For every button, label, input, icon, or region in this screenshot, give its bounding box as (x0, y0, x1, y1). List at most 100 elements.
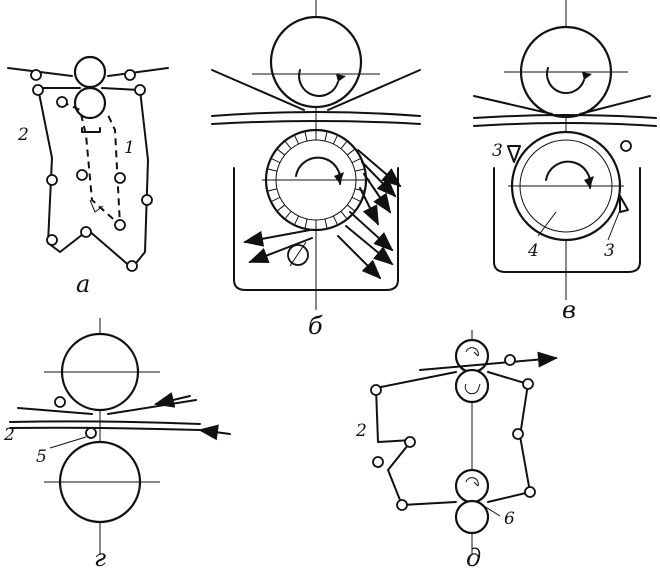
perforation-tick (324, 131, 328, 142)
rotation-arrow (464, 383, 481, 395)
perforation-tick (267, 168, 278, 172)
perforation-tick (351, 157, 362, 164)
felt-out-line (327, 69, 421, 111)
caption-a: а (76, 270, 90, 298)
rotation-arrow (465, 347, 479, 357)
guide-roll (114, 219, 126, 231)
guide-roll (30, 69, 42, 81)
felt-loop-1 (61, 101, 122, 228)
doctor-roll (287, 244, 309, 266)
upper-bottom-roll (454, 368, 490, 404)
perforation-tick (332, 215, 339, 226)
felt-line (17, 407, 93, 415)
doctor-blade-right (619, 195, 629, 213)
label-grooves-4: 4 (527, 241, 539, 261)
bottom-roll (73, 86, 107, 120)
label-blade-3-right: 3 (604, 241, 615, 261)
lower-top-roll (454, 468, 490, 504)
rotation-arrow (465, 477, 479, 487)
perforation-tick (293, 215, 300, 226)
perforation-tick (293, 134, 300, 145)
web-in-arrow (154, 392, 191, 408)
perforation-tick (324, 218, 328, 229)
guide-roll (76, 169, 88, 181)
felt-line (107, 399, 197, 415)
guide-roll (522, 378, 534, 390)
web-in-arrow (198, 424, 231, 441)
guide-roll (372, 456, 384, 468)
rotation-arrow-head (336, 74, 346, 82)
web-upper-line (473, 114, 657, 119)
perforation-tick (276, 148, 286, 156)
label-roll-5: 5 (36, 447, 47, 467)
guide-roll (56, 96, 68, 108)
label-felt-1: 1 (124, 138, 135, 158)
perforation-tick (270, 157, 281, 164)
felt-top-runs (37, 87, 141, 91)
roll-perforations (266, 130, 366, 230)
perforation-tick (304, 218, 308, 229)
guide-roll (620, 140, 632, 152)
web-lower-line (9, 426, 201, 431)
doctor-blade-left (507, 145, 521, 163)
felt-guide-mark (89, 199, 104, 213)
rotation-arrow-head (334, 172, 344, 184)
label-blade-3-left: 3 (492, 141, 503, 161)
web-upper-line (9, 420, 201, 425)
label-felt-2: 2 (17, 125, 29, 145)
perforation-tick (284, 140, 292, 150)
perforation-tick (270, 196, 281, 203)
web-upper-line (211, 111, 421, 117)
guide-roll (134, 84, 146, 96)
perforation-tick (284, 210, 292, 220)
perforation-tick (332, 134, 339, 145)
rotation-arrow (298, 69, 339, 97)
suction-roll-5 (85, 427, 97, 439)
rotation-arrow (546, 67, 585, 94)
top-press-roll (269, 15, 363, 109)
leader-line-6 (483, 505, 501, 517)
felt-out-line (579, 95, 651, 115)
guide-roll (32, 84, 44, 96)
top-roll (73, 55, 107, 89)
perforation-tick (340, 140, 348, 150)
press-shoe (81, 127, 101, 133)
guide-roll (80, 226, 92, 238)
felt-in-line (473, 95, 553, 115)
web-lower-line (211, 120, 421, 125)
perforation-tick (346, 204, 356, 212)
guide-roll (114, 172, 126, 184)
panel-d: 2 6 д (355, 330, 558, 572)
lower-bottom-roll (454, 499, 490, 535)
perforation-tick (276, 204, 286, 212)
guide-roll (46, 174, 58, 186)
guide-roll (126, 260, 138, 272)
guide-roll (124, 69, 136, 81)
leader-line-5 (49, 436, 87, 449)
caption-v: в (562, 296, 576, 324)
perforation-tick (354, 168, 365, 172)
caption-g: г (94, 544, 106, 572)
water-spray-arrows (243, 149, 402, 280)
guide-roll (54, 396, 66, 408)
perforation-tick (354, 188, 365, 192)
guide-roll (524, 486, 536, 498)
guide-roll (46, 234, 58, 246)
panel-v: 3 4 3 в (473, 0, 657, 324)
guide-roll (512, 428, 524, 440)
label-roll-6: 6 (504, 509, 515, 529)
caption-b: б (308, 312, 323, 340)
water-tray (233, 167, 399, 291)
perforation-tick (351, 196, 362, 203)
web-out-line (107, 67, 169, 77)
leader-line-4 (537, 211, 557, 237)
leader-line-3 (607, 209, 621, 241)
label-felt-2: 2 (3, 425, 15, 445)
panel-a: 2 1 а (7, 55, 169, 298)
caption-d: д (466, 544, 481, 572)
guide-roll (141, 194, 153, 206)
web-lower-line (473, 122, 657, 127)
perforation-tick (267, 188, 278, 192)
